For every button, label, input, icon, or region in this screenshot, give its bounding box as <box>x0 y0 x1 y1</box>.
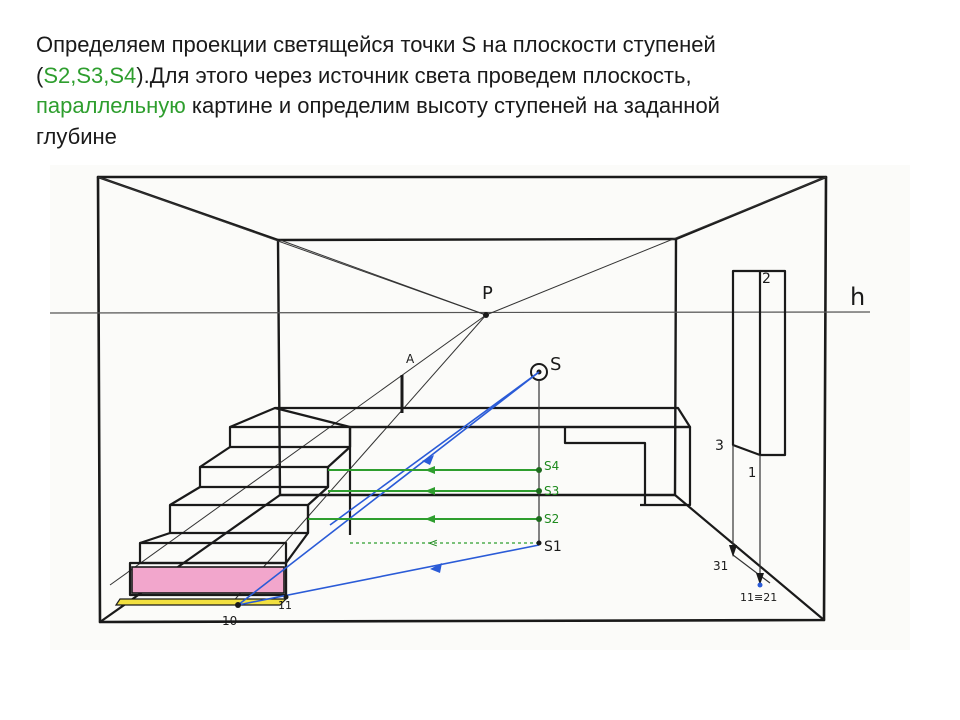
label-3-1: 31 <box>713 559 728 573</box>
text-line-1: Определяем проекции светящейся точки S н… <box>36 32 716 57</box>
label-1: 1 <box>748 466 756 481</box>
ray-p-3 <box>109 314 487 586</box>
point-s3 <box>536 488 542 494</box>
ray-p-4 <box>229 314 487 606</box>
blue-arrow-1 <box>422 455 434 465</box>
green-arrow-s4 <box>425 466 435 474</box>
label-s3: S3 <box>544 484 559 498</box>
ray-p-2 <box>485 176 827 316</box>
steps-list: S2,S3,S4 <box>43 62 137 88</box>
blue-ray-2 <box>237 544 540 606</box>
green-arrow-s2 <box>425 515 435 523</box>
perspective-drawing: A S < S4 S3 <box>50 165 910 650</box>
step-5-side <box>229 406 276 429</box>
step-3-side <box>169 486 201 506</box>
green-arrow-s3 <box>425 487 435 495</box>
point-s2 <box>536 516 542 522</box>
text-line-2-rest: ).Для этого через источник света проведе… <box>136 62 692 88</box>
label-h: h <box>850 283 865 311</box>
point-1-0 <box>235 602 241 608</box>
label-a: A <box>406 352 415 366</box>
label-2: 2 <box>762 271 771 287</box>
text-line-4: глубине <box>36 123 117 149</box>
pink-riser <box>131 566 285 594</box>
drawing-svg: A S < S4 S3 <box>50 165 910 650</box>
label-s4: S4 <box>544 459 559 473</box>
label-1-1-right: 11≡21 <box>740 591 777 604</box>
ray-p-1 <box>97 176 487 316</box>
label-3: 3 <box>715 438 724 454</box>
slide-text: Определяем проекции светящейся точки S н… <box>36 30 936 152</box>
pillar-base-line <box>732 554 771 584</box>
stair-stringer <box>284 427 352 595</box>
edge-bottom-right <box>673 493 826 622</box>
parallel-word: параллельную <box>36 93 186 118</box>
arrow-down-3 <box>729 545 737 557</box>
point-1-1-left <box>283 594 289 600</box>
blue-arrow-2 <box>430 563 442 573</box>
point-1-1 <box>757 582 763 588</box>
label-1-1-left: 11 <box>278 599 292 612</box>
text-line-2: (S2,S3,S4).Для этого через источник свет… <box>36 61 936 92</box>
landing-opening <box>563 427 647 505</box>
step-2-side <box>139 531 171 545</box>
point-s4 <box>536 467 542 473</box>
label-s2: S2 <box>544 512 559 526</box>
label-s1: S1 <box>544 539 562 555</box>
pillar-right-face <box>760 269 787 457</box>
arrow-down-1 <box>756 573 764 585</box>
blue-ray-1 <box>237 371 540 606</box>
point-s1 <box>536 540 542 546</box>
ray-p-5 <box>279 239 487 316</box>
step-4-side <box>199 446 231 468</box>
label-p: P <box>482 283 493 304</box>
label-1-0: 10 <box>222 614 237 628</box>
label-s: S <box>550 354 561 375</box>
landing-front <box>350 425 692 507</box>
blue-ray-3 <box>329 371 540 526</box>
text-line-3-rest: картине и определим высоту ступеней на з… <box>185 93 720 118</box>
vanishing-point <box>483 312 489 318</box>
paren-open: ( <box>36 62 44 88</box>
green-arrow-s1: < <box>428 536 438 550</box>
text-line-3: параллельную картине и определим высоту … <box>36 91 936 122</box>
